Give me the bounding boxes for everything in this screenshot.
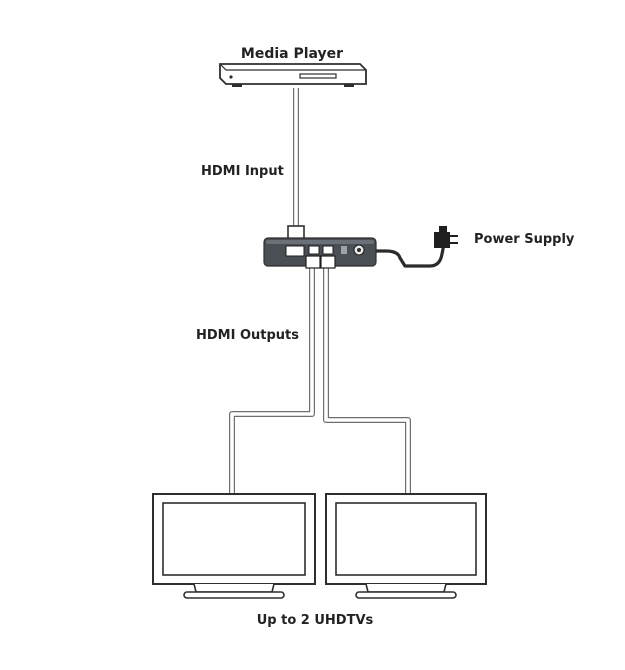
power-cable [372,243,446,268]
hdmi-output-cable-left [229,268,315,494]
hdmi-input-label: HDMI Input [201,164,284,179]
uhdtv-left [152,493,316,599]
power-supply-label: Power Supply [474,232,575,247]
hdmi-outputs-label: HDMI Outputs [196,328,299,343]
hdmi-input-cable [287,88,305,249]
uhdtvs-label: Up to 2 UHDTVs [257,613,374,628]
hdmi-splitter-device [263,237,377,269]
hdmi-output-cable-right [323,268,411,494]
media-player-device [219,63,367,87]
media-player-label: Media Player [241,46,343,62]
power-adapter [434,226,458,248]
uhdtv-right [325,493,487,599]
